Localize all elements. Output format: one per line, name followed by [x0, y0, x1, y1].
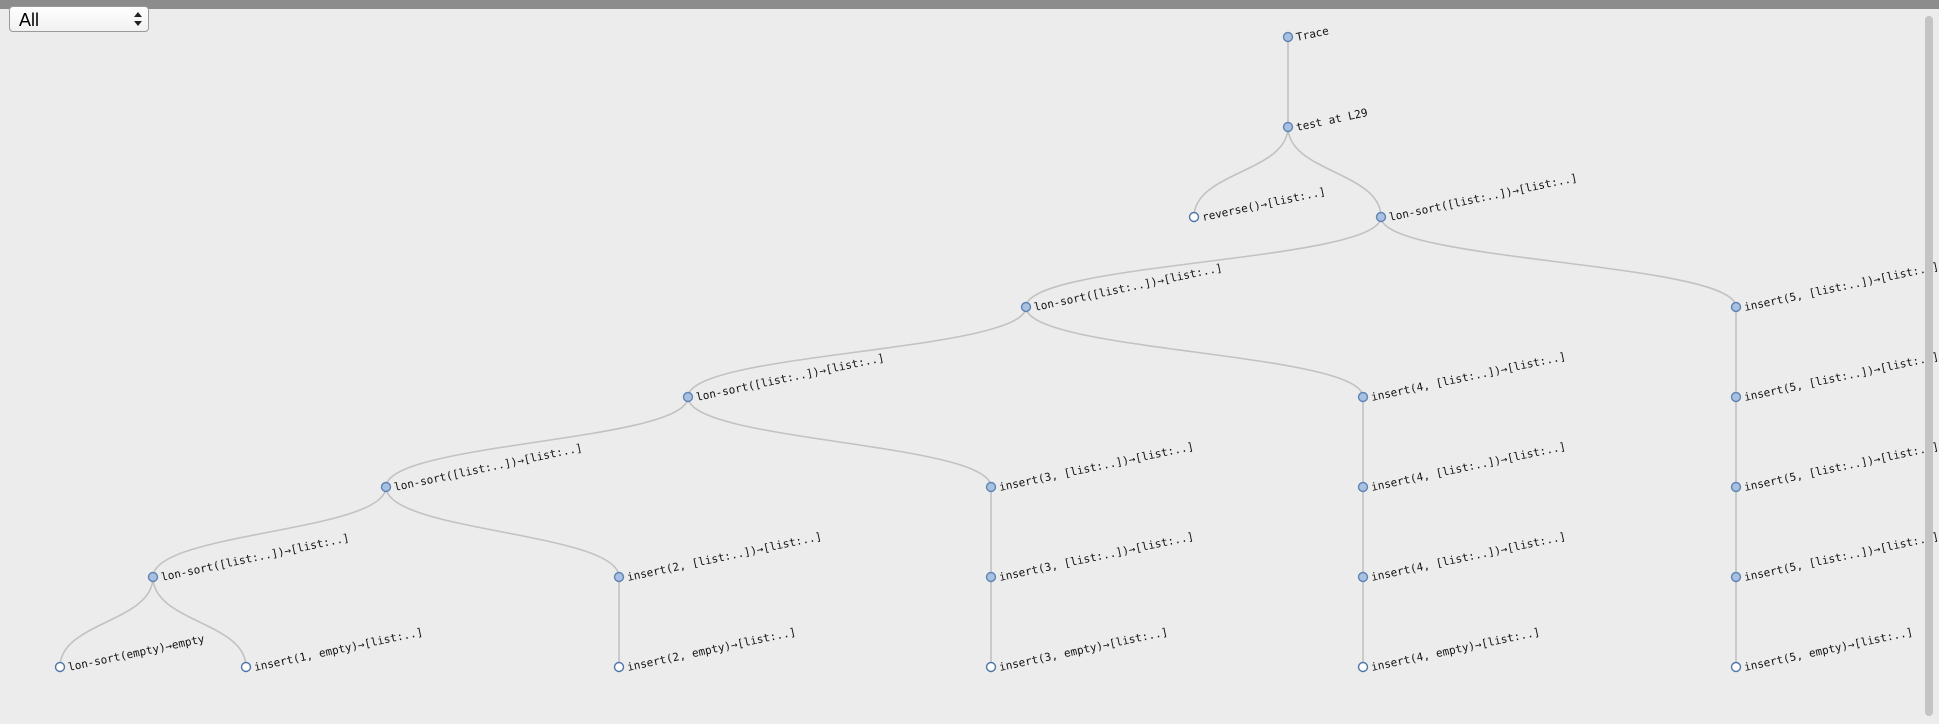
- tree-node[interactable]: insert(2, empty)→[list:..]: [613, 625, 798, 674]
- tree-node[interactable]: lon-sort([list:..])→[list:..]: [380, 441, 584, 494]
- vertical-scrollbar[interactable]: [1925, 16, 1933, 716]
- node-circle[interactable]: [1375, 211, 1387, 223]
- node-circle[interactable]: [613, 571, 625, 583]
- tree-node[interactable]: insert(5, [list:..])→[list:..]: [1730, 260, 1939, 314]
- tree-link: [1287, 126, 1382, 218]
- node-circle[interactable]: [985, 481, 997, 493]
- node-circle[interactable]: [1357, 481, 1369, 493]
- tree-link: [1025, 216, 1382, 308]
- tree-node[interactable]: Trace: [1282, 24, 1331, 44]
- node-label: insert(3, [list:..])→[list:..]: [998, 530, 1195, 584]
- window-top-bar: [0, 0, 1939, 9]
- tree-link: [385, 486, 620, 578]
- node-label: insert(4, [list:..])→[list:..]: [1370, 530, 1567, 584]
- tree-link: [152, 576, 247, 668]
- tree-node[interactable]: insert(3, [list:..])→[list:..]: [985, 530, 1195, 584]
- tree-link: [1193, 126, 1289, 218]
- tree-node[interactable]: insert(2, [list:..])→[list:..]: [613, 530, 823, 584]
- node-circle[interactable]: [1020, 301, 1032, 313]
- tree-link: [385, 396, 689, 488]
- tree-node[interactable]: lon-sort([list:..])→[list:..]: [1375, 171, 1579, 224]
- node-label: insert(4, [list:..])→[list:..]: [1370, 350, 1567, 404]
- tree-link: [1380, 216, 1737, 308]
- tree-node[interactable]: insert(3, empty)→[list:..]: [985, 625, 1170, 674]
- tree-node[interactable]: insert(3, [list:..])→[list:..]: [985, 440, 1195, 494]
- node-label: insert(3, empty)→[list:..]: [998, 625, 1169, 674]
- leaf-node-circle[interactable]: [1188, 211, 1200, 223]
- node-circle[interactable]: [682, 391, 694, 403]
- tree-node[interactable]: insert(4, [list:..])→[list:..]: [1357, 350, 1567, 404]
- node-circle[interactable]: [1357, 391, 1369, 403]
- node-label: insert(2, empty)→[list:..]: [626, 625, 797, 674]
- node-label: lon-sort([list:..])→[list:..]: [1033, 261, 1224, 314]
- leaf-node-circle[interactable]: [54, 661, 66, 673]
- node-circle[interactable]: [1730, 301, 1742, 313]
- node-label: test at L29: [1295, 106, 1369, 134]
- node-circle[interactable]: [1730, 391, 1742, 403]
- tree-link: [152, 486, 387, 578]
- leaf-node-circle[interactable]: [985, 661, 997, 673]
- node-circle[interactable]: [1282, 121, 1294, 133]
- leaf-node-circle[interactable]: [1357, 661, 1369, 673]
- tree-node[interactable]: insert(4, [list:..])→[list:..]: [1357, 530, 1567, 584]
- tree-node[interactable]: test at L29: [1282, 106, 1369, 134]
- node-label: insert(2, [list:..])→[list:..]: [626, 530, 823, 584]
- tree-node[interactable]: reverse()→[list:..]: [1188, 185, 1327, 224]
- node-label: insert(4, empty)→[list:..]: [1370, 625, 1541, 674]
- node-label: insert(1, empty)→[list:..]: [253, 625, 424, 674]
- tree-link: [1025, 306, 1364, 398]
- tree-node[interactable]: insert(5, empty)→[list:..]: [1730, 625, 1915, 674]
- node-label: insert(4, [list:..])→[list:..]: [1370, 440, 1567, 494]
- updown-arrows-icon: [134, 12, 142, 26]
- tree-node[interactable]: insert(1, empty)→[list:..]: [240, 625, 425, 674]
- tree-link: [687, 396, 992, 488]
- node-label: reverse()→[list:..]: [1201, 185, 1327, 224]
- filter-select[interactable]: All: [9, 6, 149, 32]
- node-label: insert(3, [list:..])→[list:..]: [998, 440, 1195, 494]
- node-label: lon-sort([list:..])→[list:..]: [1388, 171, 1579, 224]
- node-circle[interactable]: [1730, 481, 1742, 493]
- node-label: lon-sort(empty)→empty: [67, 632, 206, 674]
- node-circle[interactable]: [985, 571, 997, 583]
- tree-node[interactable]: insert(5, [list:..])→[list:..]: [1730, 350, 1939, 404]
- node-label: lon-sort([list:..])→[list:..]: [695, 351, 886, 404]
- tree-node[interactable]: insert(4, empty)→[list:..]: [1357, 625, 1542, 674]
- tree-link: [687, 306, 1027, 398]
- node-circle[interactable]: [380, 481, 392, 493]
- leaf-node-circle[interactable]: [240, 661, 252, 673]
- tree-link: [59, 576, 154, 668]
- leaf-node-circle[interactable]: [613, 661, 625, 673]
- node-circle[interactable]: [1357, 571, 1369, 583]
- node-label: insert(5, [list:..])→[list:..]: [1743, 350, 1939, 404]
- node-circle[interactable]: [147, 571, 159, 583]
- node-label: lon-sort([list:..])→[list:..]: [160, 531, 351, 584]
- node-circle[interactable]: [1282, 31, 1294, 43]
- tree-node[interactable]: insert(5, [list:..])→[list:..]: [1730, 440, 1939, 494]
- node-label: insert(5, [list:..])→[list:..]: [1743, 440, 1939, 494]
- node-circle[interactable]: [1730, 571, 1742, 583]
- node-label: insert(5, [list:..])→[list:..]: [1743, 260, 1939, 314]
- tree-node[interactable]: insert(5, [list:..])→[list:..]: [1730, 530, 1939, 584]
- leaf-node-circle[interactable]: [1730, 661, 1742, 673]
- tree-links: [59, 37, 1737, 668]
- tree-node[interactable]: lon-sort([list:..])→[list:..]: [147, 531, 351, 584]
- filter-selected-value: All: [19, 10, 40, 30]
- tree-nodes: Trace test at L29 reverse()→[list:..] lon-s…: [54, 24, 1939, 674]
- node-label: Trace: [1295, 24, 1330, 44]
- tree-node[interactable]: insert(4, [list:..])→[list:..]: [1357, 440, 1567, 494]
- node-label: insert(5, [list:..])→[list:..]: [1743, 530, 1939, 584]
- node-label: insert(5, empty)→[list:..]: [1743, 625, 1914, 674]
